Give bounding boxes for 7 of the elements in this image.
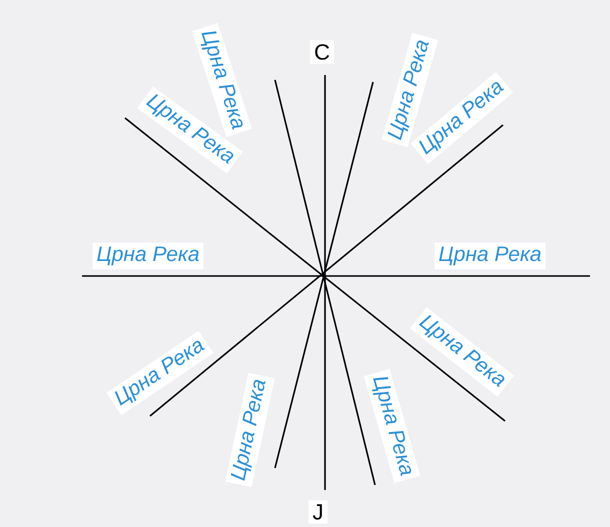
- river-label: Црна Река: [434, 242, 546, 270]
- river-label: Црна Река: [92, 242, 204, 270]
- river-label: Црна Река: [225, 372, 275, 488]
- river-label: Црна Река: [106, 330, 214, 416]
- direction-letter: С: [310, 40, 334, 64]
- river-label: Црна Река: [364, 368, 420, 484]
- direction-letter: Ј: [308, 500, 328, 524]
